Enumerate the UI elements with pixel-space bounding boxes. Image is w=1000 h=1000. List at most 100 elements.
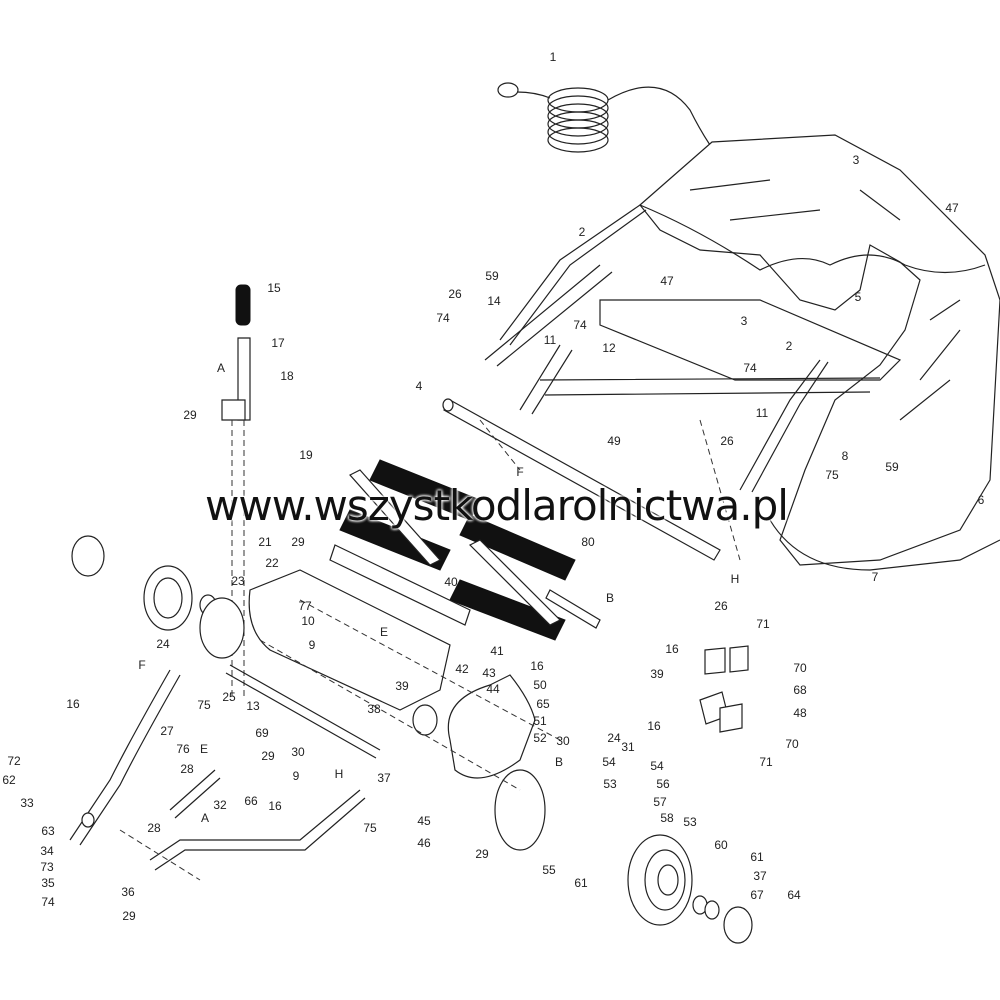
part-number-label: 7 (871, 570, 879, 584)
part-number-label: 29 (122, 909, 136, 923)
part-number-label: 26 (714, 599, 728, 613)
part-number-label: 68 (793, 683, 807, 697)
part-number-label: 77 (298, 599, 312, 613)
part-number-label: 43 (482, 666, 496, 680)
part-number-label: 53 (603, 777, 617, 791)
gear-cover (412, 674, 546, 851)
part-number-label: 61 (750, 850, 764, 864)
part-number-label: 2 (578, 225, 586, 239)
part-number-label: 60 (714, 838, 728, 852)
part-number-label: 55 (542, 863, 556, 877)
part-number-label: 45 (417, 814, 431, 828)
part-number-label: 29 (291, 535, 305, 549)
part-number-label: 24 (156, 637, 170, 651)
part-number-label: 74 (573, 318, 587, 332)
part-number-label: 14 (487, 294, 501, 308)
part-number-label: 54 (650, 759, 664, 773)
part-number-label: 29 (475, 847, 489, 861)
part-number-label: 4 (415, 379, 423, 393)
part-number-label: 11 (755, 406, 769, 420)
part-number-label: 41 (490, 644, 504, 658)
part-number-label: 57 (653, 795, 667, 809)
brush-assembly (339, 459, 601, 641)
part-number-label: 36 (121, 885, 135, 899)
part-number-label: 39 (395, 679, 409, 693)
part-number-label: 3 (740, 314, 748, 328)
part-number-label: 8 (841, 449, 849, 463)
part-number-label: 1 (549, 50, 557, 64)
part-number-label: 34 (40, 844, 54, 858)
part-number-label: 29 (261, 749, 275, 763)
part-number-label: 59 (885, 460, 899, 474)
part-number-label: 39 (650, 667, 664, 681)
part-number-label: 64 (787, 888, 801, 902)
part-number-label: H (334, 767, 344, 781)
part-number-label: 9 (308, 638, 316, 652)
part-number-label: 71 (756, 617, 770, 631)
part-number-label: 59 (485, 269, 499, 283)
axle-bar (442, 398, 721, 561)
part-number-label: E (199, 742, 209, 756)
part-number-label: A (216, 361, 226, 375)
part-number-label: 16 (530, 659, 544, 673)
side-plate (248, 544, 471, 711)
part-number-label: 47 (660, 274, 674, 288)
part-number-label: 75 (363, 821, 377, 835)
part-number-label: 74 (436, 311, 450, 325)
part-number-label: 26 (448, 287, 462, 301)
part-number-label: B (554, 755, 564, 769)
dashed-assembly-lines (119, 419, 741, 881)
part-number-label: 40 (444, 575, 458, 589)
part-number-label: 80 (581, 535, 595, 549)
part-number-label: 65 (536, 697, 550, 711)
part-number-label: 16 (66, 697, 80, 711)
part-number-label: 26 (720, 434, 734, 448)
part-number-label: 53 (683, 815, 697, 829)
part-number-label: 3 (852, 153, 860, 167)
part-number-label: 74 (743, 361, 757, 375)
part-number-label: 31 (621, 740, 635, 754)
left-wheel (71, 535, 245, 659)
lower-handle (69, 664, 381, 871)
part-number-label: 51 (533, 714, 547, 728)
part-number-label: 46 (417, 836, 431, 850)
part-number-label: H (730, 572, 740, 586)
part-number-label: 74 (41, 895, 55, 909)
part-number-label: 62 (2, 773, 16, 787)
part-number-label: 58 (660, 811, 674, 825)
part-number-label: 49 (607, 434, 621, 448)
part-number-label: 25 (222, 690, 236, 704)
part-number-label: 33 (20, 796, 34, 810)
part-number-label: 71 (759, 755, 773, 769)
part-number-label: 21 (258, 535, 272, 549)
grass-hopper (639, 134, 1000, 566)
part-number-label: 70 (793, 661, 807, 675)
part-number-label: 63 (41, 824, 55, 838)
part-number-label: 72 (7, 754, 21, 768)
part-number-label: 69 (255, 726, 269, 740)
part-number-label: 27 (160, 724, 174, 738)
part-number-label: 37 (377, 771, 391, 785)
part-number-label: 13 (246, 699, 260, 713)
part-number-label: 29 (183, 408, 197, 422)
part-number-label: 2 (785, 339, 793, 353)
part-number-label: 30 (291, 745, 305, 759)
part-number-label: F (138, 658, 146, 672)
part-number-label: 22 (265, 556, 279, 570)
part-number-label: 17 (271, 336, 285, 350)
part-number-label: 9 (292, 769, 300, 783)
part-number-label: 38 (367, 702, 381, 716)
part-number-label: 10 (301, 614, 315, 628)
part-number-label: 52 (533, 731, 547, 745)
part-number-label: 47 (945, 201, 959, 215)
part-number-label: 16 (647, 719, 661, 733)
part-number-label: E (379, 625, 389, 639)
right-wheel (627, 834, 753, 944)
part-number-label: 32 (213, 798, 227, 812)
part-number-label: 73 (40, 860, 54, 874)
part-number-label: 75 (825, 468, 839, 482)
part-number-label: 67 (750, 888, 764, 902)
part-number-label: 48 (793, 706, 807, 720)
